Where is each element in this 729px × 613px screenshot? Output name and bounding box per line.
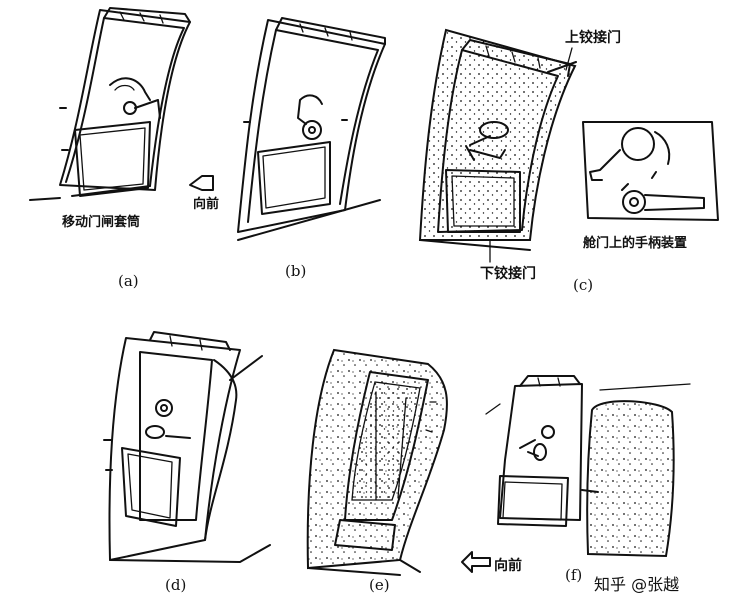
panel-a-drawing <box>29 7 191 201</box>
watermark-text: 知乎 @张越 <box>594 575 679 594</box>
panel-d-caption: (d) <box>165 576 186 594</box>
panel-b-drawing <box>237 17 386 241</box>
panel-b-forward-label: 向前 <box>193 196 219 212</box>
panel-a-label: 移动门闸套筒 <box>62 214 140 230</box>
handle-inset-drawing <box>582 121 719 221</box>
panel-e-caption: (e) <box>369 576 390 594</box>
panel-c-bottom-hinge-label: 下铰接门 <box>480 265 536 282</box>
panel-c-inset-label: 舱门上的手柄装置 <box>583 235 687 251</box>
panel-c-caption: (c) <box>573 276 593 294</box>
panel-b-caption: (b) <box>285 262 306 280</box>
forward-arrow-bottom-icon <box>461 551 491 573</box>
panel-c-drawing <box>418 28 577 251</box>
panel-f-drawing <box>485 375 691 558</box>
top-hinge-leader <box>565 47 573 71</box>
forward-arrow-icon <box>189 175 214 191</box>
panel-f-forward-label: 向前 <box>494 557 522 574</box>
panel-f-caption: (f) <box>565 566 582 584</box>
panel-e-drawing <box>306 348 448 576</box>
panel-c-top-hinge-label: 上铰接门 <box>565 29 621 46</box>
panel-d-drawing <box>103 331 271 563</box>
panel-a-caption: (a) <box>118 272 139 290</box>
